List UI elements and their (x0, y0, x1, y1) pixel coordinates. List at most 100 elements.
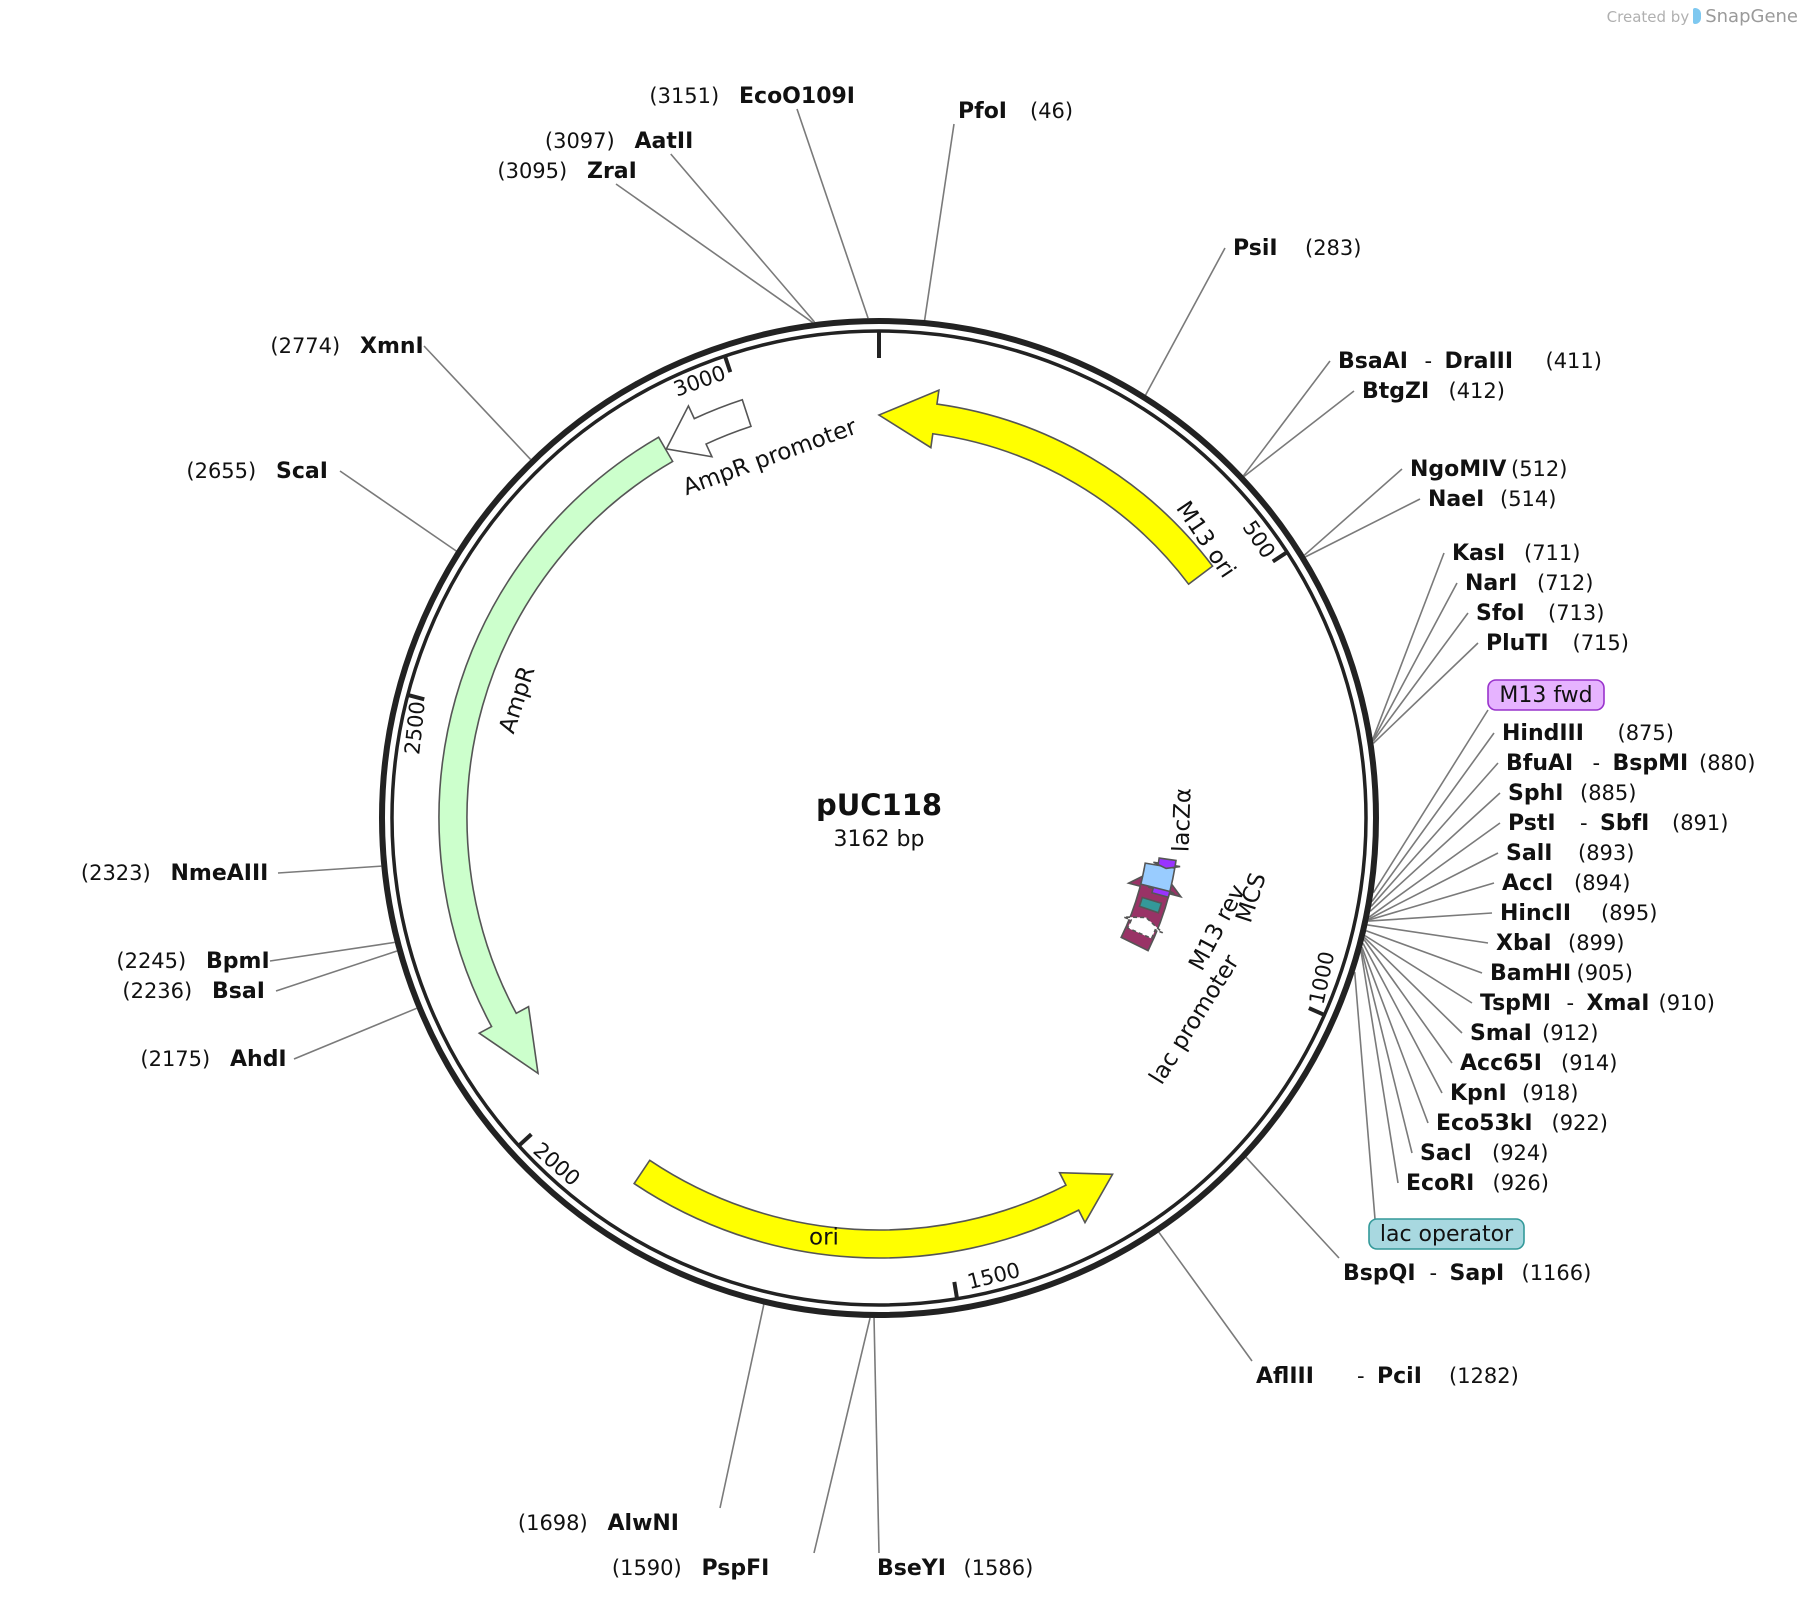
feature-ori[interactable] (633, 1159, 1114, 1259)
site-leader-line (423, 345, 532, 460)
site-name: SmaI (1470, 1021, 1532, 1046)
restriction-site[interactable]: (2323)NmeAIII (81, 861, 268, 886)
feature-lac-promoter[interactable] (1123, 916, 1164, 940)
restriction-site[interactable]: NarI(712) (1465, 571, 1593, 596)
restriction-site[interactable]: PsiI(283) (1233, 236, 1361, 261)
site-leader-line (1245, 1156, 1340, 1259)
restriction-site[interactable]: BspQI-SapI(1166) (1343, 1261, 1591, 1286)
site-leader-lines (269, 108, 1501, 1554)
box-frame (1487, 679, 1605, 711)
box-label: M13 fwd (1499, 683, 1592, 708)
site-position: (411) (1546, 349, 1602, 373)
restriction-site[interactable]: BamHI(905) (1490, 961, 1633, 986)
feature-m13-ori[interactable] (877, 388, 1214, 586)
restriction-site[interactable]: Acc65I(914) (1460, 1051, 1617, 1076)
site-position: (2323) (81, 861, 151, 885)
restriction-site[interactable]: AflIII-PciI(1282) (1256, 1364, 1519, 1389)
tick-label: 1000 (1305, 949, 1340, 1006)
site-position: (512) (1511, 457, 1567, 481)
restriction-site[interactable]: (1698)AlwNI (518, 1511, 679, 1536)
restriction-site[interactable]: SmaI(912) (1470, 1021, 1598, 1046)
site-leader-line (1370, 762, 1499, 907)
restriction-site[interactable]: PstI-SbfI(891) (1508, 811, 1728, 836)
site-position: (2774) (270, 334, 340, 358)
feature-ampr-promoter[interactable] (665, 398, 752, 458)
restriction-site[interactable]: SalI(893) (1506, 841, 1634, 866)
restriction-site[interactable]: KasI(711) (1452, 541, 1580, 566)
site-name: PspFI (702, 1556, 770, 1581)
site-name: BtgZI (1362, 379, 1429, 404)
site-name: XbaI (1496, 931, 1552, 956)
site-name: EcoRI (1406, 1171, 1474, 1196)
snapgene-logo-icon (1693, 8, 1702, 24)
site-leader-line (1369, 792, 1501, 912)
site-name: PfoI (958, 99, 1007, 124)
site-leader-line (1372, 612, 1469, 742)
site-name: Acc65I (1460, 1051, 1542, 1076)
site-position: (1586) (964, 1556, 1034, 1580)
site-name: BspQI (1343, 1261, 1416, 1286)
site-name: BamHI (1490, 961, 1571, 986)
site-leader-line (719, 1304, 765, 1509)
feature-lac-operator-feature[interactable] (1138, 896, 1163, 914)
restriction-site[interactable]: (2175)AhdI (140, 1047, 286, 1072)
restriction-site[interactable]: SacI(924) (1420, 1141, 1548, 1166)
box-lac-operator[interactable]: lac operator (1368, 1218, 1525, 1250)
restriction-site[interactable]: NgoMIV(512) (1410, 457, 1567, 482)
restriction-site[interactable]: EcoRI(926) (1406, 1171, 1549, 1196)
site-leader-line (1368, 912, 1493, 922)
restriction-site[interactable]: KpnI(918) (1450, 1081, 1578, 1106)
box-leader-line (1372, 709, 1489, 894)
site-leader-line (1368, 822, 1501, 918)
restriction-site[interactable]: PfoI(46) (958, 99, 1073, 124)
site-position: (412) (1449, 379, 1505, 403)
feature-label-lac-promoter: lac promoter (1145, 950, 1245, 1089)
feature-label-ori: ori (809, 1225, 839, 1251)
tick-mark-2500 (407, 693, 425, 702)
restriction-site[interactable]: HincII(895) (1500, 901, 1657, 926)
site-leader-line (1360, 950, 1399, 1184)
box-m13-fwd[interactable]: M13 fwd (1487, 679, 1605, 711)
site-position: (712) (1537, 571, 1593, 595)
feature-mcs[interactable] (1139, 862, 1176, 893)
restriction-site[interactable]: (2655)ScaI (186, 459, 328, 484)
restriction-site[interactable]: (2245)BpmI (116, 949, 269, 974)
feature-label-mcs: MCS (1231, 870, 1271, 926)
restriction-site[interactable]: SfoI(713) (1476, 601, 1604, 626)
restriction-site[interactable]: (3095)ZraI (497, 159, 636, 184)
site-name: HindIII (1502, 721, 1584, 746)
restriction-site[interactable]: XbaI (899) (1496, 931, 1624, 956)
restriction-site[interactable]: (2774)XmnI (270, 334, 423, 359)
site-dash: - (1430, 1261, 1438, 1285)
site-position: (3095) (497, 159, 567, 183)
restriction-site[interactable]: Eco53kI(922) (1436, 1111, 1608, 1136)
restriction-site[interactable]: BtgZI (412) (1362, 379, 1505, 404)
restriction-site[interactable]: SphI(885) (1508, 781, 1636, 806)
site-leader-line (1364, 934, 1473, 1004)
restriction-site[interactable]: TspMI-XmaI(910) (1480, 991, 1715, 1016)
feature-m13-fwd-feature[interactable] (1153, 857, 1181, 870)
site-position: (905) (1577, 961, 1633, 985)
restriction-site[interactable]: (3097)AatII (545, 129, 693, 154)
site-dash: - (1567, 991, 1575, 1015)
restriction-site[interactable]: PluTI(715) (1486, 631, 1629, 656)
primer-boxes: M13 fwd lac operator (1368, 679, 1605, 1250)
restriction-site[interactable]: (1590)PspFI (612, 1556, 769, 1581)
site-leader-line (1303, 468, 1403, 556)
site-position: (899) (1568, 931, 1624, 955)
restriction-site[interactable]: AccI(894) (1502, 871, 1630, 896)
site-name-2: PciI (1377, 1364, 1422, 1389)
restriction-site[interactable]: BseYI(1586) (877, 1556, 1033, 1581)
feature-ampr[interactable] (438, 436, 674, 1076)
restriction-site[interactable]: (3151)EcoO109I (649, 84, 855, 109)
restriction-site[interactable]: HindIII(875) (1502, 721, 1674, 746)
restriction-site[interactable]: NaeI(514) (1428, 487, 1556, 512)
site-leader-line (670, 153, 816, 323)
restriction-site[interactable]: BfuAI-BspMI(880) (1506, 751, 1755, 776)
site-leader-line (1371, 732, 1495, 903)
box-frame (1368, 1218, 1525, 1250)
restriction-site[interactable]: BsaAI-DraIII(411) (1338, 349, 1602, 374)
restriction-site[interactable]: (2236)BsaI (122, 979, 265, 1004)
site-position: (918) (1522, 1081, 1578, 1105)
